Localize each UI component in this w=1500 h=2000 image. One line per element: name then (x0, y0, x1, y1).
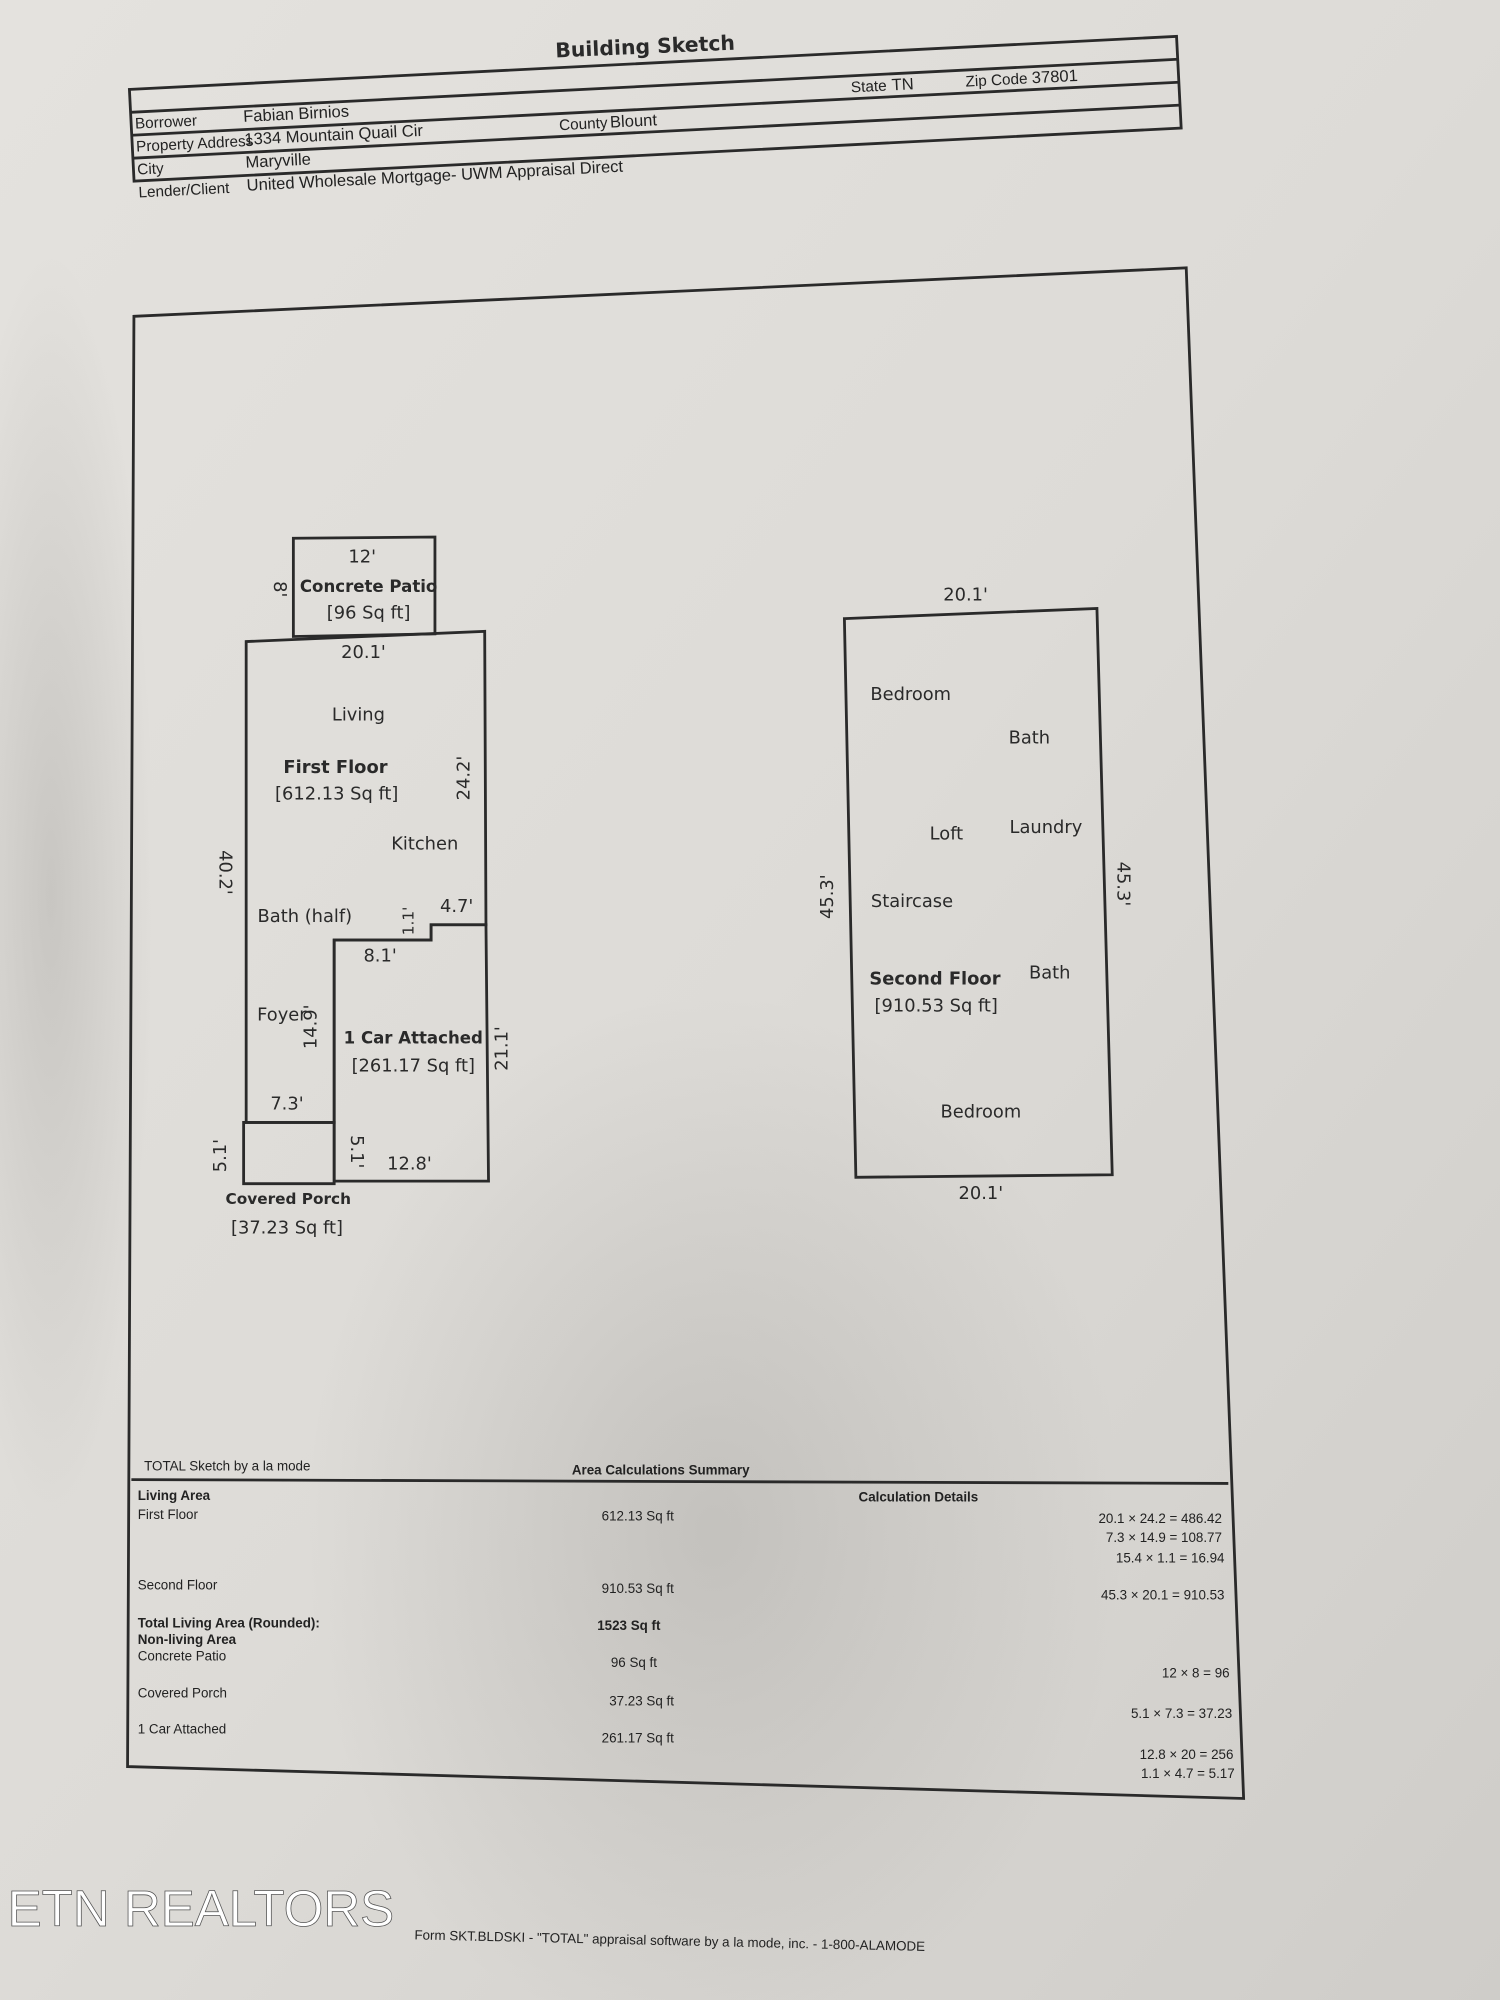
area-summary: TOTAL Sketch by a la mode Area Calculati… (138, 1459, 1235, 1781)
patio-area: [96 Sq ft] (327, 603, 411, 624)
row-area: 37.23 Sq ft (609, 1693, 674, 1708)
row-name: First Floor (138, 1507, 199, 1522)
bedroom-label: Bedroom (941, 1101, 1022, 1122)
first-floor-label: First Floor (283, 757, 387, 778)
row-area: 96 Sq ft (611, 1655, 657, 1670)
software-note: TOTAL Sketch by a la mode (144, 1459, 310, 1474)
row-area: 910.53 Sq ft (602, 1581, 674, 1596)
watermark: ETN REALTORS (8, 1880, 394, 1937)
calc-line: 5.1 × 7.3 = 37.23 (1131, 1706, 1232, 1721)
zip-label: Zip Code (965, 70, 1028, 90)
patio-depth-dim: 8' (269, 581, 290, 597)
borrower-label: Borrower (135, 113, 198, 133)
calc-line: 12.8 × 20 = 256 (1140, 1747, 1234, 1762)
notch-width-dim: 4.7' (440, 896, 473, 917)
living-label: Living (332, 705, 385, 726)
total-label: Total Living Area (Rounded): (138, 1616, 320, 1631)
row-name: Concrete Patio (138, 1649, 226, 1664)
shadow (306, 995, 1123, 2000)
garage-bottom-dim: 12.8' (387, 1154, 432, 1175)
laundry-label: Laundry (1010, 817, 1083, 838)
right-dim: 45.3' (1112, 862, 1133, 907)
row-area: 261.17 Sq ft (602, 1730, 674, 1745)
calc-line: 15.4 × 1.1 = 16.94 (1116, 1550, 1225, 1565)
left-dim: 40.2' (214, 850, 235, 895)
city-label: City (137, 160, 165, 178)
city-value: Maryville (245, 150, 311, 172)
total-value: 1523 Sq ft (597, 1618, 661, 1633)
bottom-width-dim: 20.1' (959, 1183, 1004, 1204)
bedroom-label: Bedroom (870, 684, 951, 705)
details-heading: Calculation Details (859, 1489, 979, 1504)
zip-value: 37801 (1031, 66, 1078, 87)
bath-label: Bath (1029, 962, 1070, 983)
right-dim: 24.2' (453, 756, 474, 801)
covered-porch-outline (242, 1121, 336, 1186)
second-floor-area: [910.53 Sq ft] (875, 995, 998, 1016)
summary-title: Area Calculations Summary (572, 1462, 750, 1477)
porch-label: Covered Porch (226, 1190, 352, 1208)
lender-label: Lender/Client (138, 180, 230, 202)
row-name: Second Floor (138, 1577, 218, 1592)
foyer-dim: 14.9' (300, 1004, 321, 1049)
living-heading: Living Area (138, 1488, 211, 1503)
second-floor-sketch: 20.1' Bedroom Bath Loft Laundry 45.3' 45… (817, 585, 1133, 1204)
sketch-frame (126, 266, 1246, 1800)
row-name: 1 Car Attached (138, 1721, 226, 1736)
row-name: Covered Porch (138, 1686, 227, 1701)
first-floor-sketch: 12' 8' Concrete Patio [96 Sq ft] 20.1' L… (210, 535, 513, 1238)
state-label: State (850, 78, 887, 97)
half-bath-label: Bath (half) (258, 906, 353, 927)
calc-line: 7.3 × 14.9 = 108.77 (1106, 1530, 1222, 1545)
garage-area: [261.17 Sq ft] (352, 1055, 475, 1076)
garage-label: 1 Car Attached (344, 1028, 483, 1047)
shadow (0, 255, 154, 1531)
porch-right-dim: 5.1' (346, 1135, 367, 1168)
staircase-label: Staircase (871, 891, 953, 912)
calc-line: 20.1 × 24.2 = 486.42 (1098, 1511, 1221, 1526)
porch-area: [37.23 Sq ft] (231, 1217, 343, 1238)
porch-width-dim: 7.3' (270, 1094, 303, 1115)
top-width-dim: 20.1' (341, 642, 386, 663)
garage-top-dim: 8.1' (363, 946, 396, 967)
address-label: Property Address (136, 133, 254, 156)
foyer-label: Foyer (257, 1004, 307, 1025)
county-value: Blount (610, 110, 658, 131)
patio-label: Concrete Patio (300, 577, 437, 596)
porch-left-dim: 5.1' (210, 1139, 231, 1172)
kitchen-label: Kitchen (391, 833, 458, 854)
second-floor-outline (842, 606, 1114, 1179)
second-floor-label: Second Floor (869, 969, 1000, 990)
bath-label: Bath (1009, 728, 1050, 749)
row-area: 612.13 Sq ft (602, 1508, 674, 1523)
loft-label: Loft (930, 823, 964, 844)
top-width-dim: 20.1' (943, 585, 988, 606)
calc-line: 12 × 8 = 96 (1162, 1665, 1230, 1680)
left-dim: 45.3' (817, 874, 838, 919)
patio-width-dim: 12' (348, 547, 376, 568)
notch-dim: 1.1' (399, 907, 417, 936)
calc-line: 45.3 × 20.1 = 910.53 (1101, 1587, 1224, 1602)
first-floor-area: [612.13 Sq ft] (275, 784, 398, 805)
county-label: County (559, 115, 609, 134)
garage-right-dim: 21.1' (492, 1026, 513, 1071)
state-value: TN (891, 74, 914, 94)
summary-divider (131, 1478, 1229, 1485)
calc-line: 1.1 × 4.7 = 5.17 (1141, 1766, 1235, 1781)
nonliving-heading: Non-living Area (138, 1632, 237, 1647)
